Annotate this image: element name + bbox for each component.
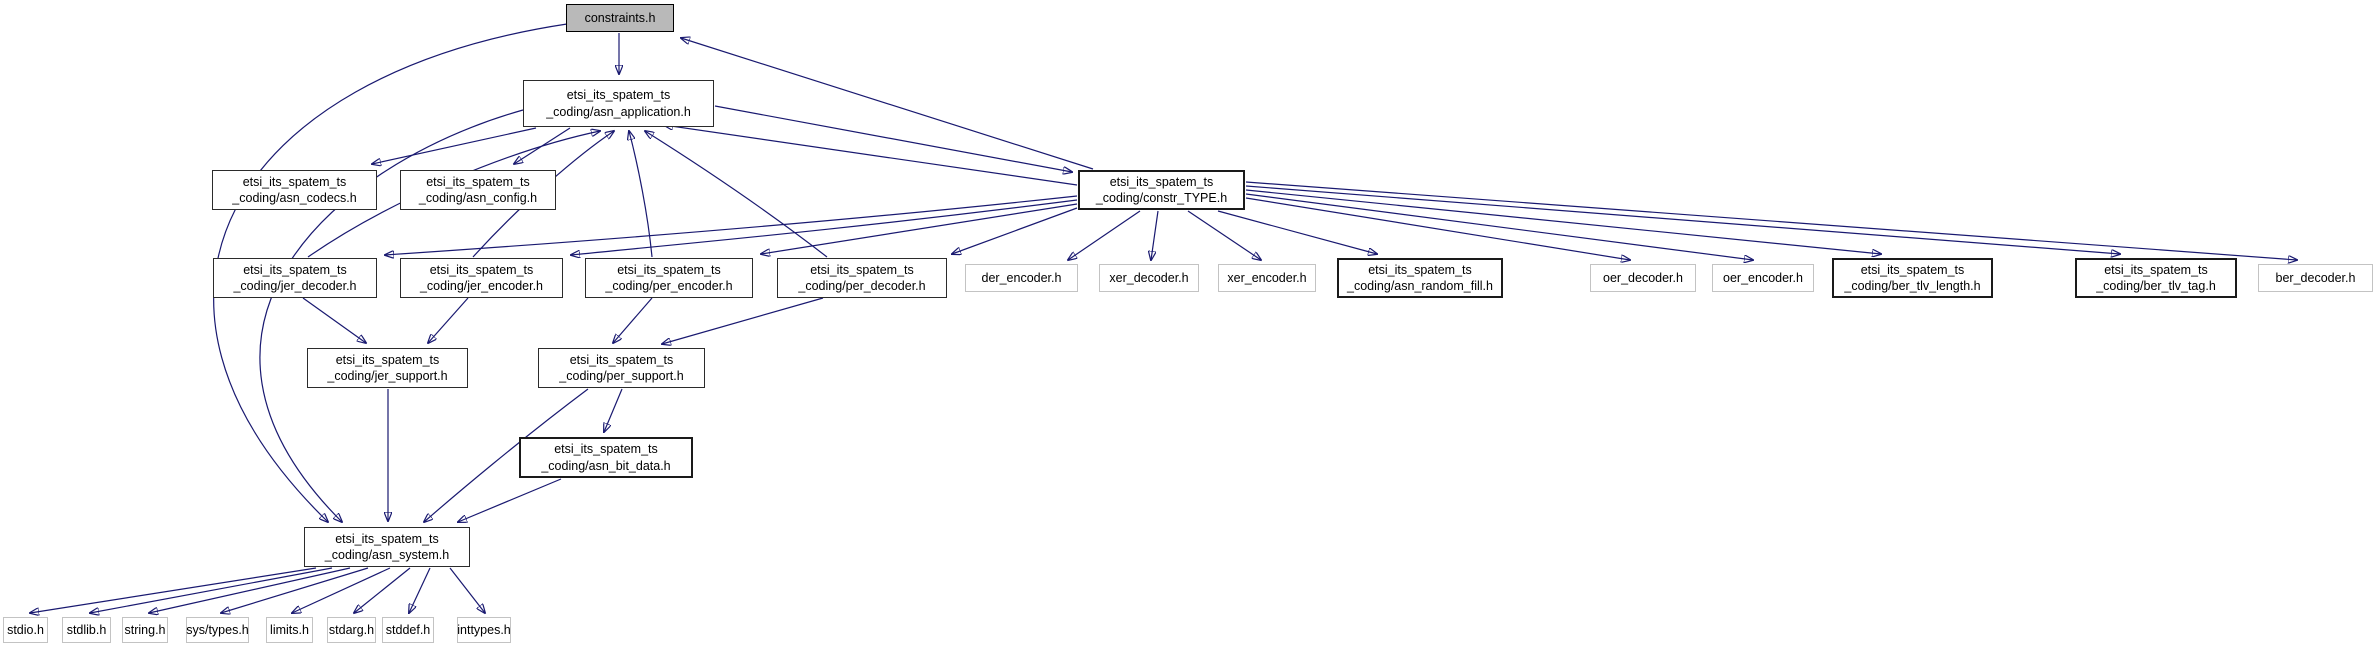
edge-per_encoder-to-asn_application xyxy=(629,131,653,258)
node-stdarg-h: stdarg.h xyxy=(327,617,376,643)
node-ber-tlv-tag-h[interactable]: etsi_its_spatem_ts _coding/ber_tlv_tag.h xyxy=(2075,258,2237,298)
edge-per_support-to-asn_system xyxy=(424,388,589,522)
edge-jer_decoder-to-jer_support xyxy=(302,297,366,343)
node-asn-random-fill-h[interactable]: etsi_its_spatem_ts _coding/asn_random_fi… xyxy=(1337,258,1503,298)
edge-asn_system-to-inttypes xyxy=(449,567,485,613)
edge-asn_system-to-sys_types xyxy=(221,567,369,613)
node-xer-encoder-h: xer_encoder.h xyxy=(1218,264,1316,292)
node-asn-system-h[interactable]: etsi_its_spatem_ts _coding/asn_system.h xyxy=(304,527,470,567)
node-sys-types-h: sys/types.h xyxy=(186,617,249,643)
node-jer-decoder-h[interactable]: etsi_its_spatem_ts _coding/jer_decoder.h xyxy=(213,258,377,298)
node-ber-tlv-length-h[interactable]: etsi_its_spatem_ts _coding/ber_tlv_lengt… xyxy=(1832,258,1993,298)
node-jer-encoder-h[interactable]: etsi_its_spatem_ts _coding/jer_encoder.h xyxy=(400,258,563,298)
edge-constr_TYPE-to-constraints xyxy=(681,38,1094,170)
node-der-encoder-h: der_encoder.h xyxy=(965,264,1078,292)
node-ber-decoder-h: ber_decoder.h xyxy=(2258,264,2373,292)
edge-asn_application-to-constr_TYPE xyxy=(714,105,1072,172)
edge-per_support-to-asn_bit_data xyxy=(604,388,623,432)
edge-constr_TYPE-to-oer_decoder xyxy=(1245,197,1630,260)
node-stdlib-h: stdlib.h xyxy=(62,617,111,643)
node-per-support-h[interactable]: etsi_its_spatem_ts _coding/per_support.h xyxy=(538,348,705,388)
node-oer-decoder-h: oer_decoder.h xyxy=(1590,264,1696,292)
edge-per_encoder-to-per_support xyxy=(613,297,653,343)
edge-constr_TYPE-to-xer_encoder xyxy=(1187,210,1261,260)
node-inttypes-h: inttypes.h xyxy=(457,617,511,643)
node-limits-h: limits.h xyxy=(266,617,313,643)
node-asn-config-h[interactable]: etsi_its_spatem_ts _coding/asn_config.h xyxy=(400,170,556,210)
node-constr-type-h[interactable]: etsi_its_spatem_ts _coding/constr_TYPE.h xyxy=(1078,170,1245,210)
node-oer-encoder-h: oer_encoder.h xyxy=(1712,264,1814,292)
node-stddef-h: stddef.h xyxy=(382,617,434,643)
edge-asn_system-to-string xyxy=(149,567,351,613)
edge-constr_TYPE-to-xer_decoder xyxy=(1151,210,1159,260)
edge-jer_encoder-to-jer_support xyxy=(428,297,469,343)
edge-asn_application-to-asn_codecs xyxy=(372,127,537,164)
node-stdio-h: stdio.h xyxy=(3,617,48,643)
edge-constr_TYPE-to-ber_tlv_length xyxy=(1245,189,1881,254)
node-asn-codecs-h[interactable]: etsi_its_spatem_ts _coding/asn_codecs.h xyxy=(212,170,377,210)
node-asn-application-h[interactable]: etsi_its_spatem_ts _coding/asn_applicati… xyxy=(523,80,714,127)
edge-asn_system-to-limits xyxy=(292,567,391,613)
edge-constr_TYPE-to-per_encoder xyxy=(761,203,1078,254)
node-jer-support-h[interactable]: etsi_its_spatem_ts _coding/jer_support.h xyxy=(307,348,468,388)
edge-constr_TYPE-to-asn_random_fill xyxy=(1217,210,1377,254)
edge-asn_system-to-stddef xyxy=(409,567,431,613)
edge-constr_TYPE-to-oer_encoder xyxy=(1245,193,1753,260)
edge-constr_TYPE-to-jer_encoder xyxy=(571,199,1078,255)
edge-asn_system-to-stdarg xyxy=(354,567,411,613)
node-per-decoder-h[interactable]: etsi_its_spatem_ts _coding/per_decoder.h xyxy=(777,258,947,298)
edge-constr_TYPE-to-jer_decoder xyxy=(385,195,1078,255)
node-string-h: string.h xyxy=(122,617,168,643)
edge-constr_TYPE-to-ber_decoder xyxy=(1245,181,2297,260)
edge-constr_TYPE-to-der_encoder xyxy=(1068,210,1141,260)
node-per-encoder-h[interactable]: etsi_its_spatem_ts _coding/per_encoder.h xyxy=(585,258,753,298)
edge-asn_system-to-stdio xyxy=(30,567,317,613)
edge-per_decoder-to-asn_application xyxy=(645,131,828,258)
edge-asn_bit_data-to-asn_system xyxy=(458,478,562,522)
edge-constr_TYPE-to-ber_tlv_tag xyxy=(1245,185,2120,254)
edge-per_decoder-to-per_support xyxy=(662,297,824,344)
edge-asn_system-to-stdlib xyxy=(90,567,333,613)
node-constraints-h: constraints.h xyxy=(566,4,674,32)
edge-constr_TYPE-to-asn_application xyxy=(664,125,1078,186)
node-asn-bit-data-h[interactable]: etsi_its_spatem_ts _coding/asn_bit_data.… xyxy=(519,437,693,478)
node-xer-decoder-h: xer_decoder.h xyxy=(1099,264,1199,292)
edge-constr_TYPE-to-per_decoder xyxy=(952,207,1078,254)
